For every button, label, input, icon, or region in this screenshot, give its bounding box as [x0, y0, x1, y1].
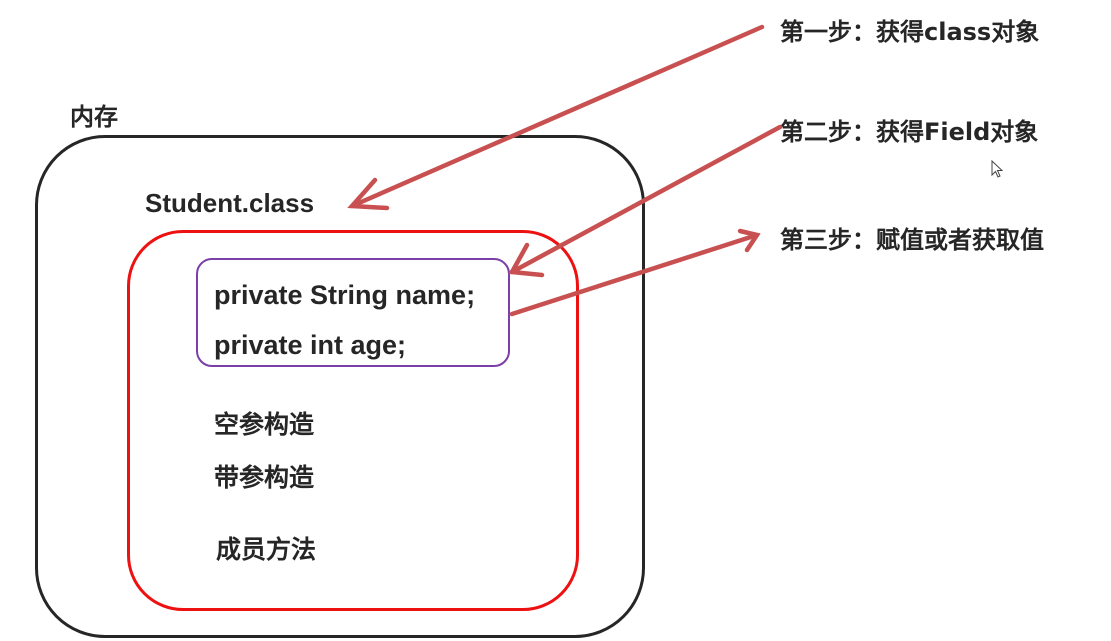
field-age: private int age; — [214, 330, 407, 360]
memory-label: 内存 — [70, 103, 118, 131]
mouse-cursor-icon — [991, 160, 1004, 178]
class-object-label: Student.class — [145, 188, 315, 218]
step-3-label: 第三步：赋值或者获取值 — [780, 226, 1044, 254]
class-object-box — [127, 230, 579, 611]
member-methods: 成员方法 — [216, 535, 317, 564]
arrow-step3-icon — [509, 228, 761, 317]
field-name: private String name; — [214, 280, 476, 310]
member-arg-constructor: 带参构造 — [214, 463, 315, 492]
field-box — [196, 258, 510, 367]
memory-box — [35, 135, 645, 638]
arrow-step2-icon — [508, 124, 783, 278]
member-no-arg-constructor: 空参构造 — [214, 410, 315, 439]
step-2-label: 第二步：获得Field对象 — [780, 118, 1039, 146]
arrow-step1-icon — [347, 24, 765, 211]
step-1-label: 第一步：获得class对象 — [780, 18, 1040, 46]
